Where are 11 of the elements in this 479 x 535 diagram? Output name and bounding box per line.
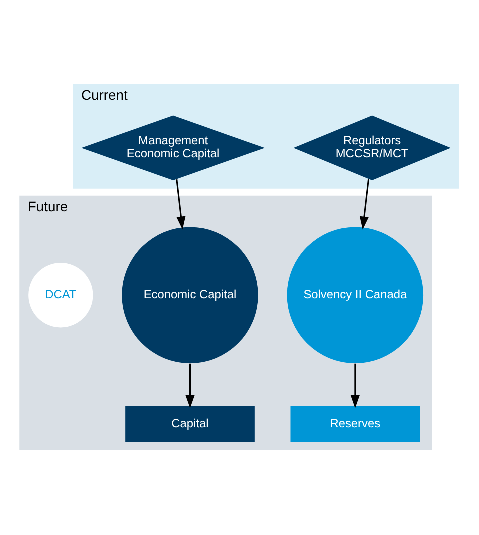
node-circle: Solvency II Canada: [287, 227, 424, 364]
arrow: [360, 179, 370, 230]
node-diamond: Regulators MCCSR/MCT: [294, 116, 451, 180]
node-box: Capital: [126, 406, 255, 442]
arrow: [186, 364, 195, 408]
node-box: Reserves: [290, 406, 420, 442]
node-circle: Economic Capital: [122, 227, 258, 364]
node-diamond: Management Economic Capital: [82, 116, 266, 180]
arrow: [350, 364, 360, 408]
node-circle: DCAT: [28, 263, 94, 328]
arrow: [176, 179, 186, 230]
